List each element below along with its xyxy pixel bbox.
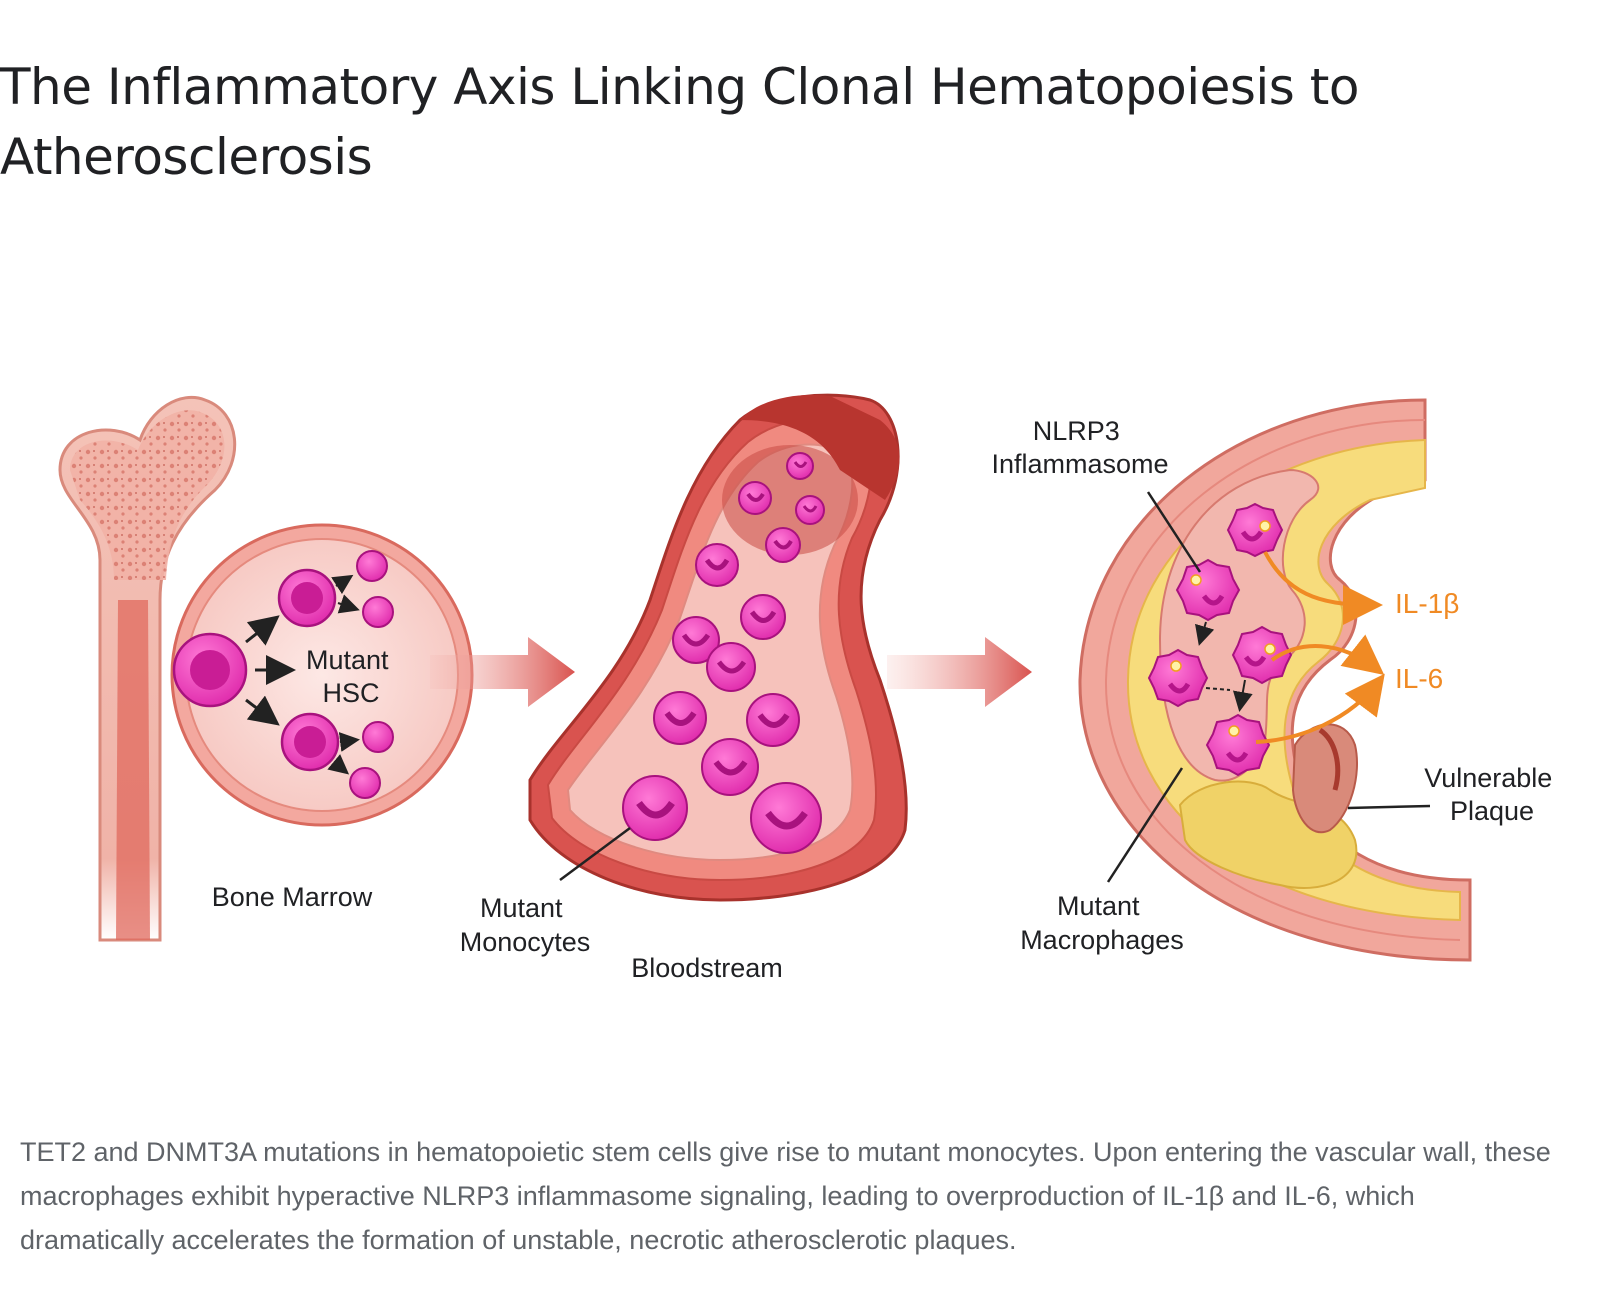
progenitor-cell <box>280 712 340 772</box>
hsc-cells: Mutant HSC <box>172 550 396 799</box>
page-title: The Inflammatory Axis Linking Clonal Hem… <box>0 58 1359 186</box>
mutant-hsc-cell <box>172 632 248 708</box>
progenitor-cell <box>277 568 337 628</box>
differentiation-arrows <box>245 574 360 775</box>
mutant-hsc-label: Mutant HSC <box>306 645 396 708</box>
bone-marrow-label: Bone Marrow <box>212 882 373 912</box>
figure-caption: TET2 and DNMT3A mutations in hematopoiet… <box>20 1137 1551 1255</box>
necrotic-core <box>1291 723 1359 834</box>
artery-wall-illustration <box>1078 398 1472 962</box>
macrophage-cells <box>1147 502 1293 777</box>
macrophage-cell <box>1175 558 1241 622</box>
macrophage-cell <box>1231 625 1293 685</box>
flow-arrow <box>430 637 575 707</box>
monocyte-cells <box>622 452 825 854</box>
daughter-cell <box>349 767 381 799</box>
macrophage-cell <box>1147 648 1209 708</box>
daughter-cell <box>362 721 394 753</box>
mutant-macrophages-label: Mutant Macrophages <box>1020 891 1184 955</box>
nlrp3-label: NLRP3 Inflammasome <box>991 416 1168 479</box>
plaque-pointer <box>1347 804 1431 810</box>
cytokine-arrows <box>1255 551 1385 744</box>
macrophage-cell <box>1226 502 1284 558</box>
il1b-label: IL-1β <box>1395 588 1459 619</box>
flow-arrow <box>887 637 1032 707</box>
bone-illustration <box>58 395 237 942</box>
daughter-cell <box>356 550 388 582</box>
macrophage-cell <box>1205 713 1271 777</box>
macrophages-pointer <box>1106 767 1184 883</box>
daughter-cell <box>362 596 394 628</box>
il6-label: IL-6 <box>1395 663 1443 694</box>
nlrp3-pointer <box>1146 491 1202 573</box>
bloodstream-label: Bloodstream <box>631 953 783 983</box>
diagram-figure: Mutant HSC Bone Marrow Mut <box>58 393 1560 983</box>
blood-vessel-illustration <box>528 393 908 902</box>
mutant-monocytes-label: Mutant Monocytes <box>460 893 591 957</box>
vulnerable-plaque-label: Vulnerable Plaque <box>1424 763 1560 826</box>
